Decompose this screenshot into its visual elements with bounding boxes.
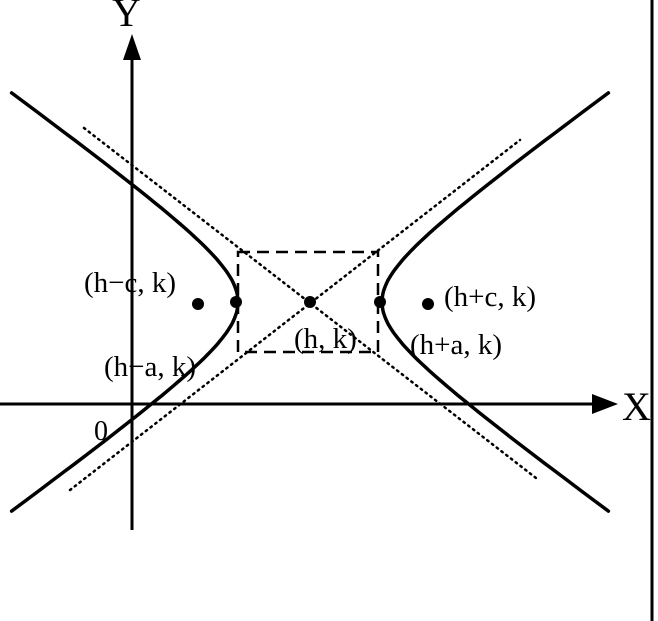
- y-axis-arrow: [123, 34, 141, 60]
- right-focus-label: (h+c, k): [444, 281, 536, 313]
- origin-label: 0: [94, 416, 108, 447]
- x-axis-label: X: [622, 384, 651, 429]
- x-axis-arrow: [592, 394, 618, 414]
- left-vertex-point: [230, 296, 242, 308]
- right-vertex-point: [374, 296, 386, 308]
- right-vertex-label: (h+a, k): [410, 329, 502, 361]
- asymptote-descending: [82, 126, 538, 480]
- y-axis-label: Y: [112, 0, 141, 35]
- center-point: [304, 296, 316, 308]
- asymptote-ascending: [68, 138, 522, 492]
- left-focus-label: (h−c, k): [84, 267, 176, 299]
- center-label: (h, k): [294, 323, 357, 355]
- left-vertex-label: (h−a, k): [104, 351, 196, 383]
- left-focus-point: [192, 298, 204, 310]
- right-focus-point: [422, 298, 434, 310]
- hyperbola-left-branch: [9, 91, 240, 513]
